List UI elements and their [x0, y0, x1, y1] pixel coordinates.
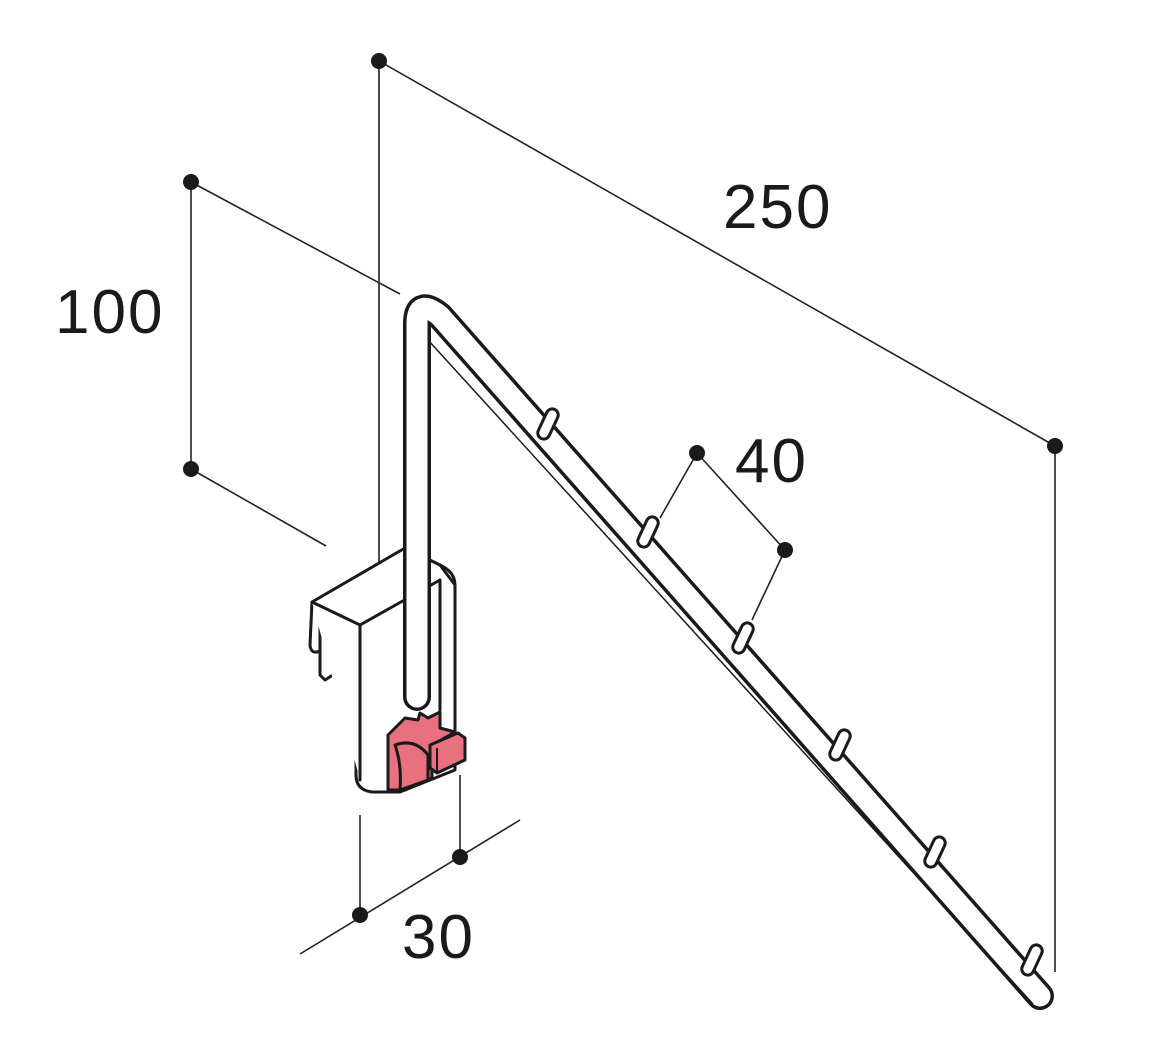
dimension-dots [183, 53, 1063, 923]
dim-dot [371, 53, 387, 69]
dimension-lines [190, 60, 1056, 972]
hook-peg [731, 621, 755, 655]
hook-peg [923, 835, 947, 869]
dim-40-line [696, 452, 786, 551]
dim-dot [452, 849, 468, 865]
dim-dot [183, 461, 199, 477]
dimension-label-40: 40 [735, 427, 808, 496]
dim-dot [183, 174, 199, 190]
dimension-label-250: 250 [723, 173, 832, 242]
dim-dot [689, 445, 705, 461]
dim-40-extension-b [751, 549, 786, 621]
dim-250-line [378, 60, 1056, 447]
hook-peg [636, 515, 660, 549]
dim-dot [777, 542, 793, 558]
hook-peg [536, 407, 560, 441]
clip-part [386, 710, 467, 792]
display-rod [403, 294, 1054, 1010]
hook-peg [828, 728, 852, 762]
hooks [536, 407, 1044, 977]
dimension-label-100: 100 [55, 278, 164, 347]
dim-dot [1047, 438, 1063, 454]
dim-100-extension-top [190, 181, 401, 295]
dimension-label-30: 30 [402, 903, 475, 972]
dim-30-line [299, 819, 521, 955]
dim-100-extension-bottom [190, 468, 327, 547]
dim-dot [352, 907, 368, 923]
dim-40-extension-a [659, 452, 698, 519]
hook-peg [1020, 943, 1044, 977]
